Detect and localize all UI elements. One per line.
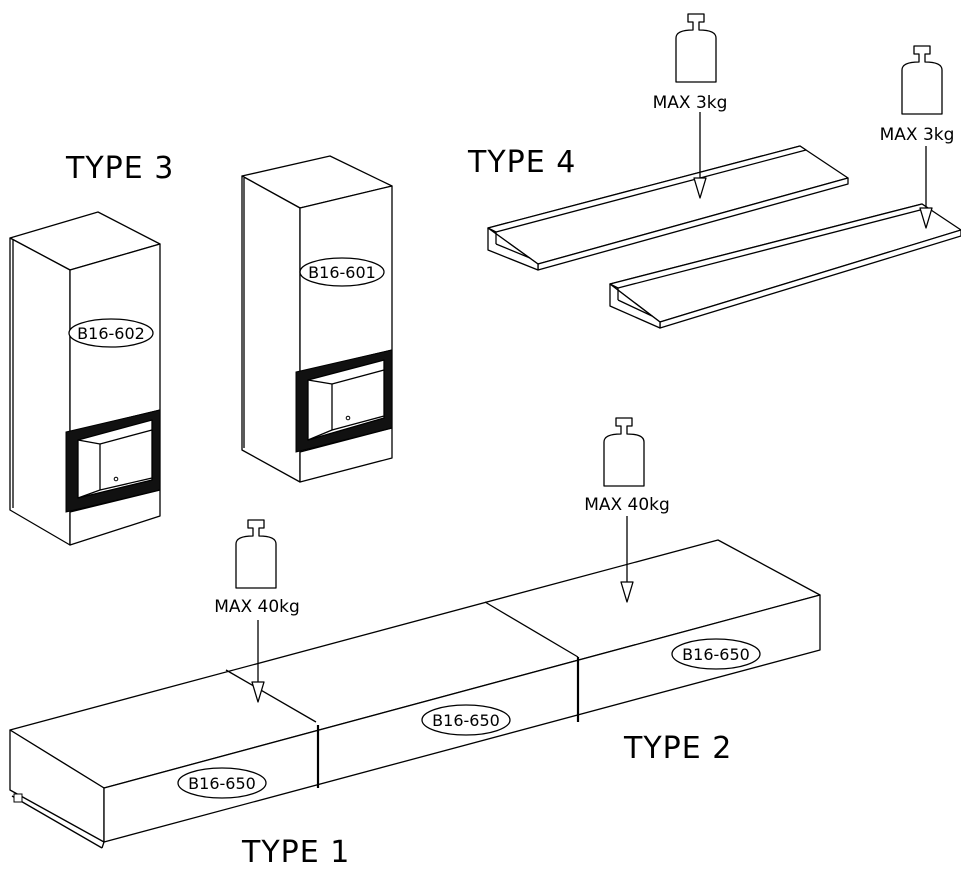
code-text: B16-650 [682, 645, 750, 664]
code-text: B16-650 [188, 774, 256, 793]
type-2-label: TYPE 2 [623, 731, 732, 766]
shelf-left [487, 145, 849, 271]
tv-bench: B16-650 B16-650 B16-650 [9, 539, 821, 849]
type-3-label: TYPE 3 [65, 151, 174, 186]
type-4-label: TYPE 4 [467, 145, 576, 180]
type-1-label: TYPE 1 [241, 835, 350, 867]
code-tag-cabinet-left: B16-602 [68, 318, 154, 348]
weight-icon [603, 417, 645, 487]
cabinet-left: B16-602 [9, 211, 161, 546]
cabinet-right: B16-601 [241, 155, 393, 483]
weight-icon [675, 13, 717, 83]
code-text: B16-601 [308, 263, 376, 282]
code-text: B16-650 [432, 711, 500, 730]
max-load-label-shelf-right: MAX 3kg [880, 125, 955, 145]
code-tag-bench-mid: B16-650 [421, 704, 511, 736]
code-tag-bench-right: B16-650 [671, 638, 761, 670]
max-load-label-bench-left: MAX 40kg [214, 597, 300, 617]
code-tag-bench-left: B16-650 [177, 767, 267, 799]
arrow-down-icon [620, 516, 634, 603]
max-load-label-shelf-left: MAX 3kg [653, 93, 728, 113]
code-tag-cabinet-right: B16-601 [299, 257, 385, 287]
arrow-down-icon [693, 112, 707, 199]
arrow-down-icon [919, 146, 933, 229]
code-text: B16-602 [77, 324, 145, 343]
shelf-right [609, 203, 961, 329]
weight-icon [235, 519, 277, 589]
weight-icon [901, 45, 943, 115]
arrow-down-icon [251, 620, 265, 703]
max-load-label-bench-right: MAX 40kg [584, 495, 670, 515]
